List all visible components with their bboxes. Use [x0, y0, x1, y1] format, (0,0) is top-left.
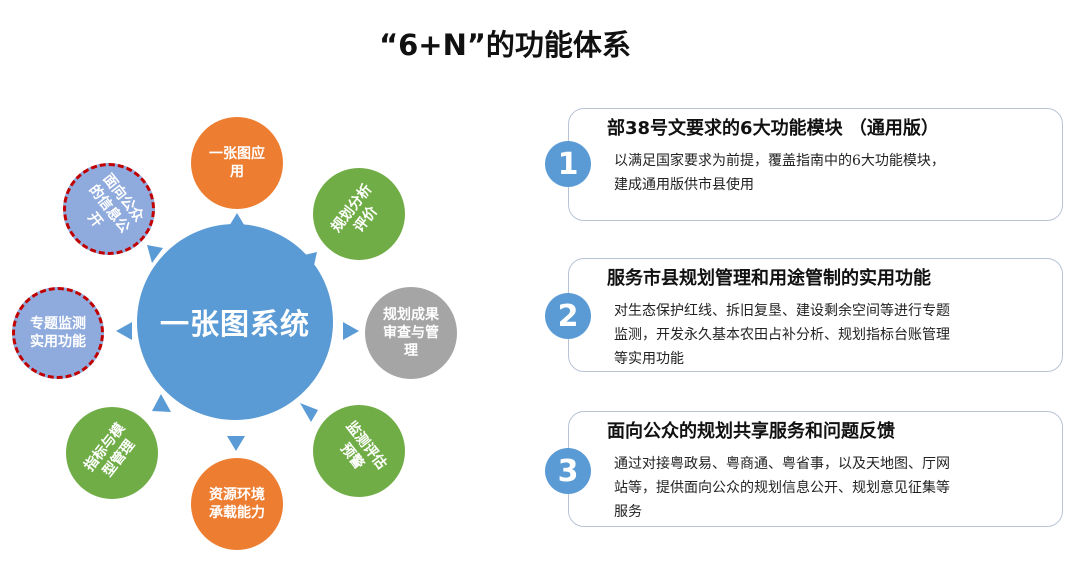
card-title: 部38号文要求的6大功能模块 （通用版） — [607, 118, 939, 139]
node-public-information: 面向公众 的信息公 开 — [63, 163, 155, 255]
node-special-monitoring: 专题监测 实用功能 — [12, 287, 104, 379]
center-system-node: 一张图系统 — [137, 224, 333, 420]
node-planning-analysis: 规划分析 评价 — [313, 168, 405, 260]
arrow-down — [227, 436, 245, 451]
arrow-up-left — [147, 245, 163, 263]
node-monitoring-warning: 监测评估 预警 — [313, 405, 405, 497]
card-description: 通过对接粤政易、粤商通、粤省事，以及天地图、厅网 站等，提供面向公众的规划信息公… — [614, 456, 950, 520]
number-badge-1: 1 — [545, 141, 591, 187]
number-badge-2: 2 — [545, 293, 591, 339]
card-title: 面向公众的规划共享服务和问题反馈 — [607, 421, 895, 442]
number-badge-3: 3 — [545, 448, 591, 494]
arrow-down-left — [152, 394, 171, 412]
feature-card-3: 面向公众的规划共享服务和问题反馈 通过对接粤政易、粤商通、粤省事，以及天地图、厅… — [568, 411, 1063, 527]
arrow-down-right — [300, 403, 318, 422]
function-diagram: 一张图系统 一张图应 用 规划分析 评价 规划成果 审查与管 理 监测评估 预警… — [0, 0, 520, 563]
arrow-left — [116, 322, 132, 340]
card-description: 以满足国家要求为前提，覆盖指南中的6大功能模块， 建成通用版供市县使用 — [614, 153, 945, 193]
feature-card-1: 部38号文要求的6大功能模块 （通用版） 以满足国家要求为前提，覆盖指南中的6大… — [568, 108, 1063, 221]
node-resource-capacity: 资源环境 承载能力 — [191, 458, 283, 550]
card-title: 服务市县规划管理和用途管制的实用功能 — [607, 268, 931, 289]
feature-card-2: 服务市县规划管理和用途管制的实用功能 对生态保护红线、拆旧复垦、建设剩余空间等进… — [568, 258, 1063, 372]
card-description: 对生态保护红线、拆旧复垦、建设剩余空间等进行专题 监测，开发永久基本农田占补分析… — [614, 303, 950, 367]
page-title: “6+N”的功能体系 — [379, 28, 631, 62]
node-indicator-model: 指标与模 型管理 — [66, 407, 158, 499]
arrow-right — [343, 322, 359, 340]
node-one-map-application: 一张图应 用 — [191, 117, 283, 209]
node-plan-review: 规划成果 审查与管 理 — [365, 287, 457, 379]
